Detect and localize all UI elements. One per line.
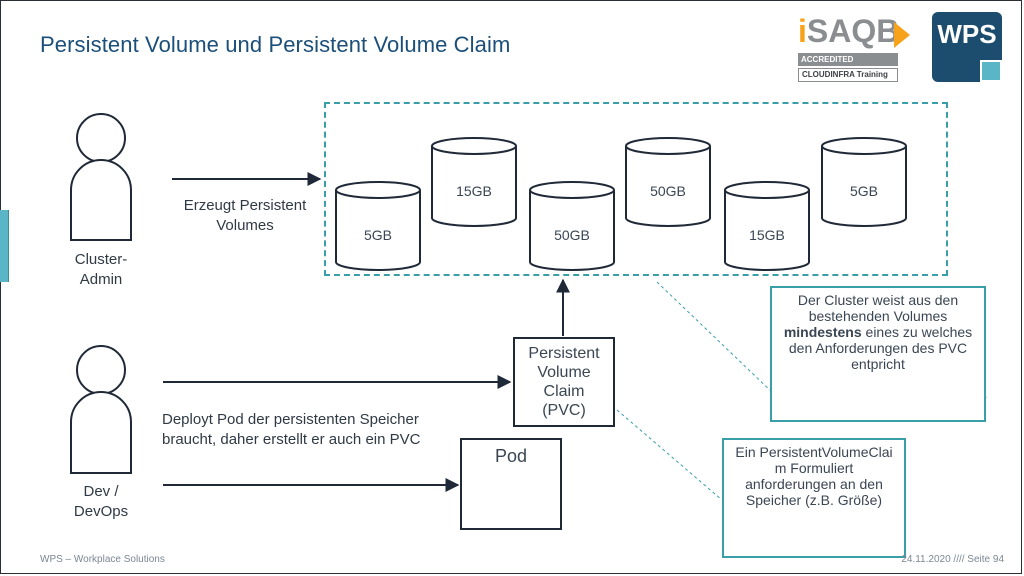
isaqb-wordmark: iSAQB	[798, 13, 900, 49]
volume-size-label: 50GB	[650, 183, 686, 199]
volume-pool	[324, 102, 948, 276]
footer-date-page: 24.11.2020 //// Seite 94	[901, 554, 1004, 565]
isaqb-chevron-icon	[894, 22, 910, 48]
cluster-admin-label: Cluster-Admin	[56, 250, 146, 290]
volume-cylinder: 5GB	[821, 137, 907, 227]
note2-connector	[616, 409, 723, 501]
note-cluster-assigns: Der Cluster weist aus den bestehenden Vo…	[770, 286, 986, 422]
dev-person-icon	[70, 345, 132, 474]
slide-title: Persistent Volume und Persistent Volume …	[40, 32, 511, 57]
volume-size-label: 5GB	[364, 227, 392, 243]
volume-cylinder: 50GB	[529, 181, 615, 271]
note-pvc-requirements: Ein PersistentVolumeClai m Formuliert an…	[722, 438, 906, 558]
dev-label: Dev /DevOps	[56, 482, 146, 522]
volume-size-label: 15GB	[456, 183, 492, 199]
isaqb-logo: iSAQB ACCREDITED CLOUDINFRA Training	[798, 12, 920, 86]
side-tab	[0, 210, 9, 282]
cluster-admin-text: Cluster-Admin	[74, 251, 128, 288]
cluster-admin-person-icon	[70, 113, 132, 241]
isaqb-training: CLOUDINFRA Training	[798, 68, 898, 82]
pod-label: Pod	[494, 446, 528, 466]
volume-size-label: 15GB	[749, 227, 785, 243]
volume-cylinder: 15GB	[431, 137, 517, 227]
wps-logo-text: WPS	[937, 19, 997, 49]
volume-cylinder: 15GB	[724, 181, 810, 271]
emphasis-mindestens: mindestens	[783, 324, 862, 340]
wps-logo-square	[980, 60, 1002, 82]
pod-box: Pod	[460, 438, 562, 530]
dev-text: Dev /DevOps	[73, 483, 129, 520]
volume-cylinder: 5GB	[335, 181, 421, 271]
isaqb-accredited: ACCREDITED	[798, 53, 898, 66]
volume-size-label: 50GB	[554, 227, 590, 243]
volume-cylinder: 50GB	[625, 137, 711, 227]
volume-size-label: 5GB	[850, 183, 878, 199]
footer-company: WPS – Workplace Solutions	[40, 554, 165, 565]
note1-connector	[656, 281, 776, 396]
wps-logo: WPS	[932, 12, 1002, 82]
